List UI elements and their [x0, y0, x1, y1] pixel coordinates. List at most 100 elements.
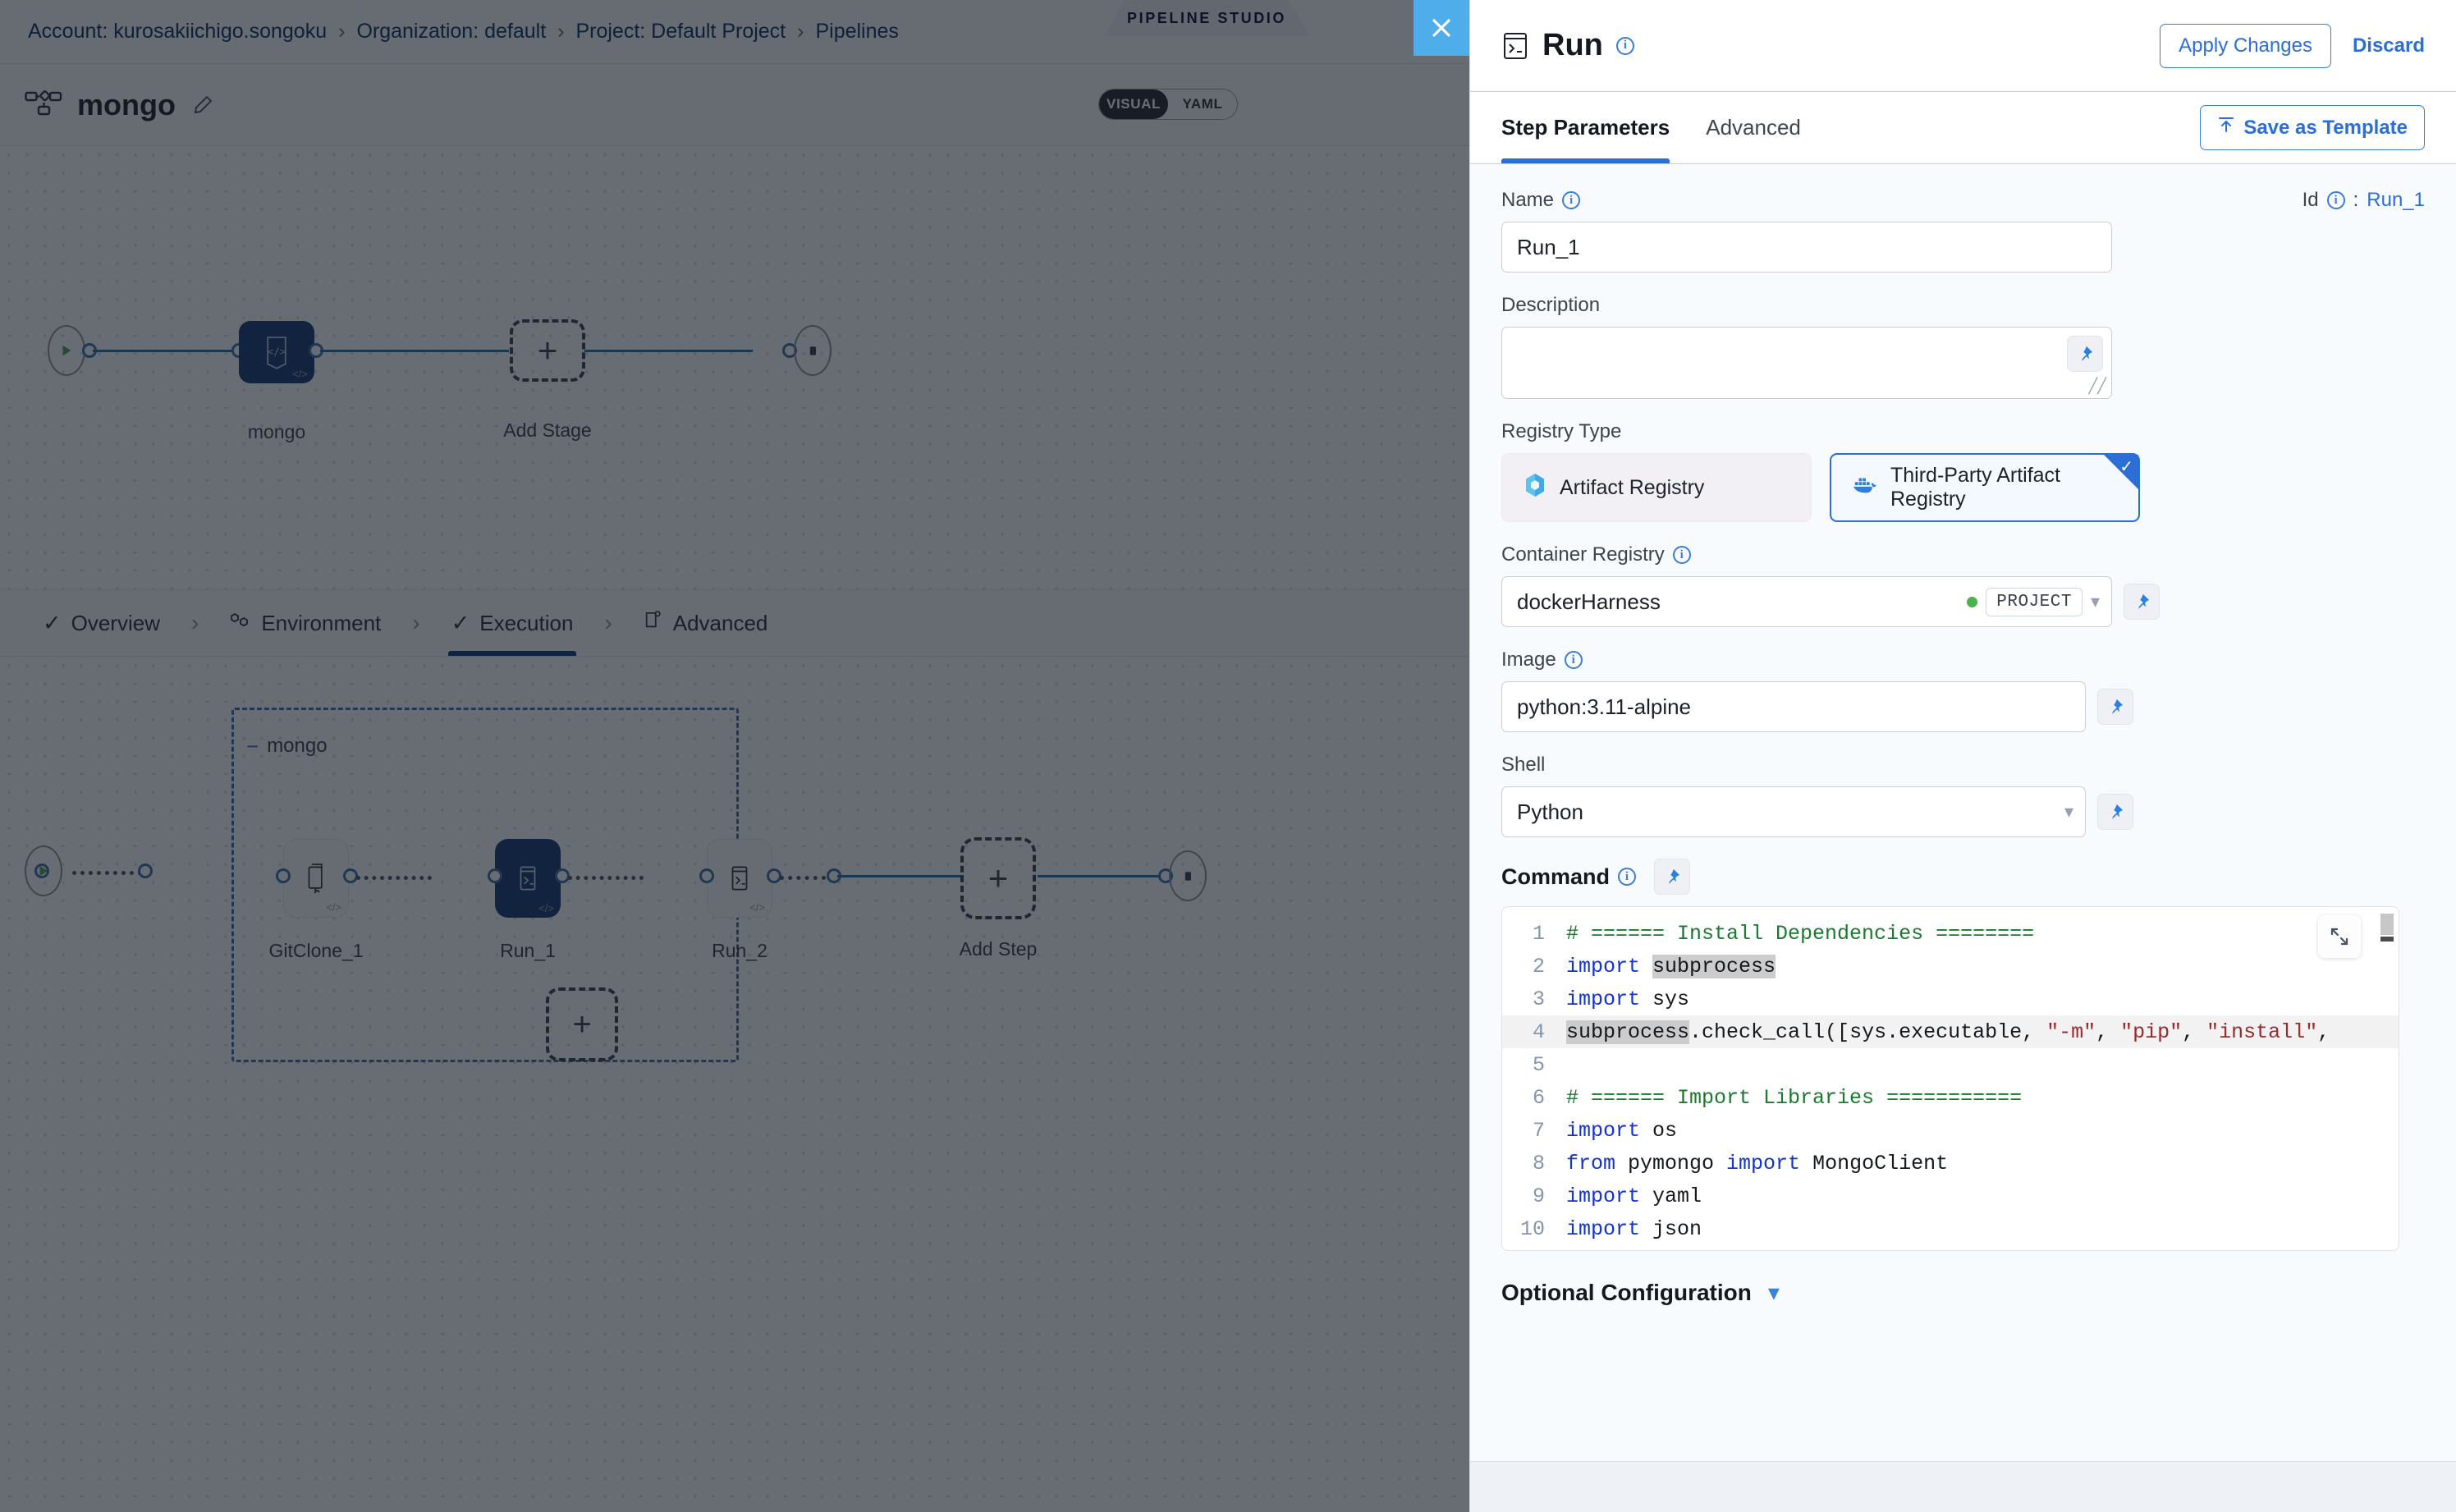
step-node-run-2[interactable]: </>: [707, 839, 772, 918]
code-token: ,: [2182, 1019, 2207, 1044]
code-line-content: from pymongo import MongoClient: [1566, 1152, 1948, 1175]
save-as-template-button[interactable]: Save as Template: [2200, 105, 2425, 150]
view-mode-toggle[interactable]: VISUAL YAML: [1098, 89, 1238, 120]
tab-overview[interactable]: ✓ Overview: [34, 590, 168, 656]
tab-execution[interactable]: ✓ Execution: [443, 590, 582, 656]
add-parallel-plus-icon: +: [572, 1006, 592, 1042]
chevron-right-icon: ›: [557, 20, 565, 43]
collapse-icon[interactable]: −: [246, 734, 259, 758]
code-line-number: 1: [1532, 921, 1545, 946]
pipeline-end-node[interactable]: [794, 325, 832, 376]
code-line-content: # ====== Install Dependencies ========: [1566, 922, 2034, 946]
tab-step-parameters[interactable]: Step Parameters: [1501, 92, 1670, 163]
scrollbar-thumb[interactable]: [2380, 914, 2394, 935]
registry-option-third-party-registry[interactable]: Third-Party Artifact Registry ✓: [1830, 453, 2140, 522]
chevron-right-icon: ›: [412, 610, 420, 635]
description-textarea[interactable]: ╱╱: [1501, 327, 2112, 399]
optional-configuration-section[interactable]: Optional Configuration ▾: [1501, 1279, 2425, 1306]
code-line: 1 # ====== Install Dependencies ========: [1502, 917, 2399, 950]
chevron-down-icon[interactable]: ▾: [2064, 801, 2073, 822]
code-token: sys: [1652, 987, 1690, 1011]
tab-pipeline-studio[interactable]: PIPELINE STUDIO: [1104, 0, 1309, 36]
breadcrumb-item-organization[interactable]: Organization: default: [356, 20, 547, 43]
step-group-header[interactable]: − mongo: [246, 735, 328, 758]
info-icon[interactable]: i: [1562, 191, 1581, 209]
toggle-visual[interactable]: VISUAL: [1099, 89, 1168, 119]
chevron-down-icon[interactable]: ▾: [1767, 1280, 1780, 1305]
code-line-number: 6: [1532, 1085, 1545, 1110]
execution-canvas[interactable]: − mongo </> </>: [0, 657, 1469, 1512]
name-input[interactable]: [1501, 222, 2112, 273]
tab-advanced[interactable]: Advanced: [635, 590, 777, 656]
chevron-down-icon[interactable]: ▾: [2090, 591, 2100, 612]
optional-configuration-label: Optional Configuration: [1501, 1279, 1752, 1305]
step-id: Id i : Run_1: [2302, 189, 2425, 212]
code-token: os: [1652, 1118, 1678, 1143]
command-code-editor[interactable]: 1# ====== Install Dependencies ========2…: [1501, 906, 2399, 1251]
code-line-number: 3: [1532, 987, 1545, 1011]
discard-button[interactable]: Discard: [2352, 34, 2425, 57]
panel-footer: [1470, 1461, 2456, 1512]
pin-icon[interactable]: [2097, 794, 2133, 830]
add-stage-button[interactable]: +: [510, 319, 585, 382]
breadcrumb-item-project[interactable]: Project: Default Project: [575, 20, 786, 43]
scope-status-dot: [1967, 596, 1978, 607]
expand-icon[interactable]: [2318, 915, 2361, 958]
pin-icon[interactable]: [2124, 584, 2160, 620]
step-label-gitclone-1: GitClone_1: [268, 940, 364, 961]
code-line-content: import sys: [1566, 987, 1689, 1011]
chevron-right-icon: ›: [797, 20, 804, 43]
stage-node-mongo[interactable]: </> </>: [239, 321, 314, 383]
image-input[interactable]: [1501, 681, 2086, 732]
step-code-badge: </>: [538, 902, 554, 914]
code-token: "install": [2206, 1019, 2318, 1044]
edge-mongo-to-addstage: [320, 350, 509, 352]
exec-start-node[interactable]: [25, 845, 62, 896]
pipeline-start-node[interactable]: [48, 325, 85, 376]
registry-option-artifact-registry[interactable]: Artifact Registry: [1501, 453, 1812, 522]
code-token: yaml: [1652, 1184, 1702, 1208]
info-icon[interactable]: i: [1618, 868, 1637, 886]
apply-changes-button[interactable]: Apply Changes: [2160, 23, 2331, 68]
pin-icon[interactable]: [2097, 689, 2133, 725]
step-node-run-1[interactable]: </>: [495, 839, 561, 918]
code-editor-scrollbar[interactable]: [2380, 914, 2394, 1242]
edit-pencil-icon[interactable]: [192, 93, 217, 117]
tab-advanced[interactable]: Advanced: [1706, 115, 1801, 140]
pipeline-icon: [25, 89, 62, 121]
info-icon[interactable]: i: [2326, 191, 2345, 209]
code-token: import: [1566, 987, 1653, 1011]
pin-icon[interactable]: [2067, 336, 2103, 372]
field-command: Command i 1# ====== Install Dependencies…: [1501, 859, 2425, 1251]
shell-value: Python: [1517, 799, 1583, 824]
stage-canvas[interactable]: </> </> + mongo Add Stage: [0, 146, 1469, 606]
pin-icon[interactable]: [1654, 859, 1691, 895]
breadcrumb-item-account[interactable]: Account: kurosakiichigo.songoku: [28, 20, 328, 43]
image-label-wrap: Image i: [1501, 648, 2425, 671]
terminal-icon: [1501, 30, 1529, 62]
add-parallel-step-button[interactable]: +: [546, 987, 618, 1061]
shell-select[interactable]: Python ▾: [1501, 786, 2086, 837]
info-icon[interactable]: i: [1615, 36, 1634, 55]
info-icon[interactable]: i: [1672, 546, 1691, 564]
container-registry-label: Container Registry: [1501, 543, 1665, 566]
breadcrumb-item-pipelines[interactable]: Pipelines: [815, 20, 899, 43]
code-token: MongoClient: [1812, 1151, 1949, 1175]
step-node-gitclone-1[interactable]: </>: [283, 839, 349, 918]
add-step-button[interactable]: +: [960, 837, 1036, 919]
stage-config-tabs[interactable]: ✓ Overview › Environment › ✓ Execution ›…: [0, 589, 1469, 657]
close-icon[interactable]: [1414, 0, 1469, 56]
description-label: Description: [1501, 294, 1601, 316]
tab-environment[interactable]: Environment: [222, 590, 389, 656]
toggle-yaml[interactable]: YAML: [1182, 96, 1223, 112]
edge-start-to-gitclone: [72, 871, 142, 875]
container-registry-select[interactable]: dockerHarness PROJECT ▾: [1501, 576, 2112, 627]
pipeline-header: mongo: [0, 64, 1469, 146]
exec-end-node[interactable]: [1169, 850, 1207, 901]
code-token: subprocess: [1566, 1019, 1690, 1044]
container-registry-label-wrap: Container Registry i: [1501, 543, 2425, 566]
code-token: ,: [2096, 1019, 2121, 1044]
resize-grip-icon[interactable]: ╱╱: [2088, 378, 2106, 394]
info-icon[interactable]: i: [1564, 651, 1583, 669]
